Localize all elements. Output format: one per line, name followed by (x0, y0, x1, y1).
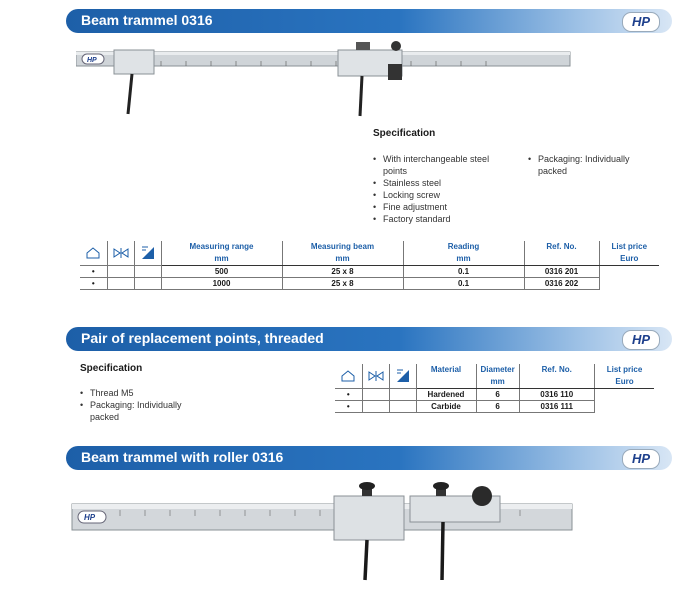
spec-item: With interchangeable steel points (373, 153, 513, 177)
cell-ref: 0316 202 (523, 277, 600, 290)
table-row: • 1000 25 x 8 0.1 0316 202 (80, 277, 659, 290)
section-title: Beam trammel 0316 (81, 12, 213, 28)
caliper-icon (106, 241, 135, 266)
cell-material: Carbide (415, 400, 477, 413)
spec-heading: Specification (80, 363, 143, 374)
section-banner-beam-trammel: Beam trammel 0316 HP (66, 9, 672, 33)
col-header: Diameter (475, 364, 520, 376)
caliper-icon (361, 364, 390, 389)
cell-ref: 0316 110 (518, 388, 595, 401)
table-row: • Carbide 6 0316 111 (335, 400, 654, 413)
svg-text:HP: HP (87, 57, 97, 64)
cell-beam: 25 x 8 (281, 265, 404, 278)
cell-diameter: 6 (475, 400, 520, 413)
house-icon (80, 241, 108, 266)
spec-list-1: With interchangeable steel points Stainl… (373, 153, 513, 225)
col-header: Measuring beam (281, 241, 404, 253)
cell-material: Hardened (415, 388, 477, 401)
svg-text:HP: HP (84, 513, 96, 522)
spec-heading: Specification (373, 128, 436, 139)
section-banner-replacement-points: Pair of replacement points, threaded HP (66, 327, 672, 351)
col-unit: mm (281, 253, 404, 266)
row-mark: • (335, 400, 363, 413)
col-header: List price (593, 364, 655, 376)
table-row: • 500 25 x 8 0.1 0316 201 (80, 265, 659, 278)
section-title: Beam trammel with roller 0316 (81, 449, 284, 465)
cell-range: 1000 (160, 277, 283, 290)
col-unit (518, 376, 595, 389)
spec-list-2: Packaging: Individually packed (528, 153, 638, 177)
spec-table-beam-trammel: Measuring range Measuring beam Reading R… (80, 241, 659, 290)
spec-item: Packaging: Individually packed (528, 153, 638, 177)
row-mark: • (335, 388, 363, 401)
hp-logo: HP (622, 330, 660, 350)
cell-beam: 25 x 8 (281, 277, 404, 290)
ruler-icon (133, 241, 162, 266)
col-unit: Euro (593, 376, 655, 389)
col-unit: mm (402, 253, 525, 266)
ruler-icon (388, 364, 417, 389)
cell-reading: 0.1 (402, 277, 525, 290)
spec-list-1: Thread M5 Packaging: Individually packed (80, 387, 190, 423)
col-header: List price (598, 241, 659, 253)
col-header: Reading (402, 241, 525, 253)
spec-item: Fine adjustment (373, 201, 513, 213)
col-header: Measuring range (160, 241, 283, 253)
cell-diameter: 6 (475, 388, 520, 401)
col-unit: mm (160, 253, 283, 266)
spec-item: Packaging: Individually packed (80, 399, 190, 423)
col-header: Ref. No. (523, 241, 600, 253)
cell-ref: 0316 111 (518, 400, 595, 413)
col-unit: mm (475, 376, 520, 389)
beam-trammel-image: HP (76, 41, 571, 117)
cell-range: 500 (160, 265, 283, 278)
cell-reading: 0.1 (402, 265, 525, 278)
row-mark: • (80, 277, 108, 290)
col-header: Material (415, 364, 477, 376)
spec-table-replacement-points: Material Diameter Ref. No. List price mm… (335, 364, 655, 413)
section-title: Pair of replacement points, threaded (81, 330, 324, 346)
hp-logo: HP (622, 12, 660, 32)
house-icon (335, 364, 363, 389)
col-unit: Euro (598, 253, 659, 266)
spec-item: Thread M5 (80, 387, 190, 399)
hp-logo: HP (622, 449, 660, 469)
row-mark: • (80, 265, 108, 278)
col-header: Ref. No. (518, 364, 595, 376)
cell-ref: 0316 201 (523, 265, 600, 278)
col-unit (415, 376, 477, 389)
section-banner-beam-trammel-roller: Beam trammel with roller 0316 HP (66, 446, 672, 470)
col-unit (523, 253, 600, 266)
table-row: • Hardened 6 0316 110 (335, 388, 654, 401)
spec-item: Stainless steel (373, 177, 513, 189)
beam-trammel-roller-image: HP (71, 482, 573, 581)
spec-item: Factory standard (373, 213, 513, 225)
spec-item: Locking screw (373, 189, 513, 201)
